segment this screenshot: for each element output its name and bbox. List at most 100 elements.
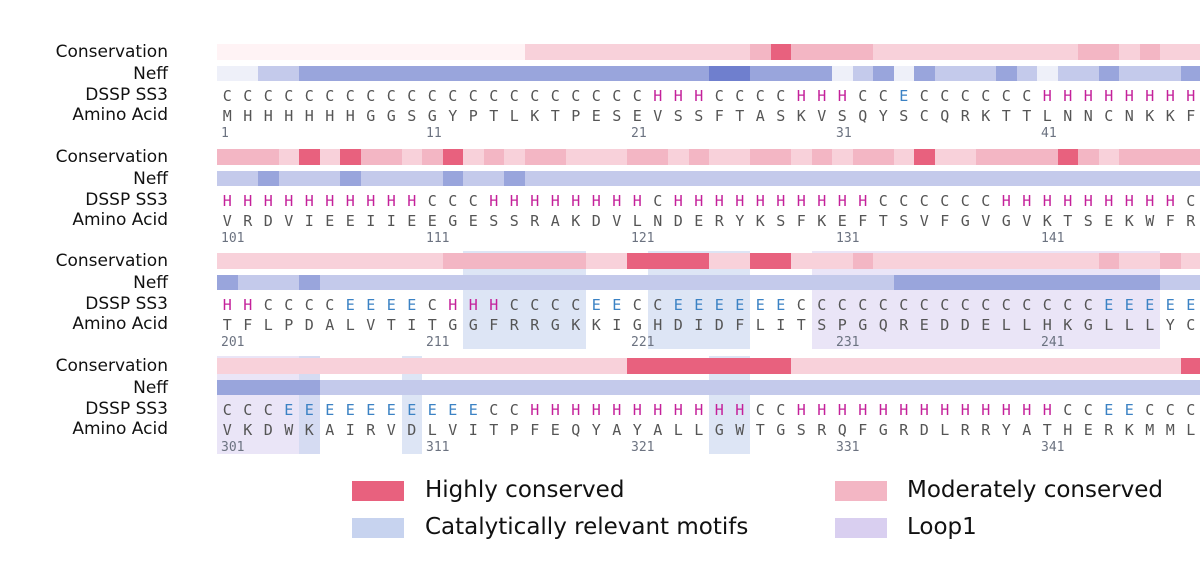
neff-cell	[1057, 66, 1079, 81]
neff-cell	[524, 66, 546, 81]
neff-cell	[647, 275, 669, 290]
amino-acid-letter: D	[673, 316, 683, 334]
amino-acid-letter: V	[222, 421, 232, 439]
conservation-cell	[360, 358, 382, 374]
conservation-cell	[360, 44, 382, 60]
ss3-letter: C	[263, 296, 273, 314]
amino-acid-letter: V	[448, 421, 458, 439]
ss3-letter: H	[673, 87, 683, 105]
neff-cell	[647, 380, 669, 395]
amino-acid-letter: P	[571, 107, 581, 125]
amino-acid-letter: L	[755, 316, 765, 334]
ss3-letter: E	[1124, 296, 1134, 314]
ss3-letter: C	[304, 296, 314, 314]
conservation-cell	[668, 358, 689, 374]
amino-acid-letter: V	[817, 107, 827, 125]
conservation-cell	[258, 253, 279, 269]
amino-acid-letter: T	[755, 421, 765, 439]
neff-cell	[483, 275, 505, 290]
ss3-letter: H	[1063, 192, 1073, 210]
ss3-letter: C	[960, 192, 970, 210]
conservation-cell	[1016, 253, 1038, 269]
neff-cell	[688, 275, 710, 290]
conservation-cell	[258, 149, 279, 165]
legend-label-moderately: Moderately conserved	[907, 477, 1163, 503]
amino-acid-letter: H	[1042, 316, 1052, 334]
neff-cell	[299, 380, 320, 395]
ss3-letter: C	[243, 87, 253, 105]
conservation-cell	[770, 358, 792, 374]
ss3-letter: E	[366, 296, 376, 314]
amino-acid-letter: I	[345, 421, 355, 439]
neff-cell	[504, 66, 525, 81]
ss3-letter: C	[530, 296, 540, 314]
amino-acid-letter: P	[468, 107, 478, 125]
amino-acid-letter: S	[899, 107, 909, 125]
ss3-letter: C	[858, 87, 868, 105]
neff-cell	[668, 380, 689, 395]
neff-cell	[1078, 380, 1099, 395]
amino-acid-letter: R	[1104, 421, 1114, 439]
ss3-letter: E	[1145, 296, 1155, 314]
amino-acid-letter: L	[1124, 316, 1134, 334]
amino-acid-letter: I	[366, 212, 376, 230]
neff-cell	[1160, 171, 1181, 186]
amino-acid-letter: R	[530, 316, 540, 334]
neff-cell	[565, 171, 587, 186]
conservation-cell	[237, 149, 259, 165]
neff-cell	[442, 275, 464, 290]
conservation-cell	[237, 44, 259, 60]
amino-acid-letter: K	[981, 107, 991, 125]
neff-cell	[832, 275, 853, 290]
ss3-letter: C	[325, 87, 335, 105]
position-tick-label: 321	[631, 440, 655, 455]
amino-acid-letter: H	[325, 107, 335, 125]
conservation-cell	[1037, 149, 1058, 165]
amino-acid-letter: G	[386, 107, 396, 125]
ss3-letter: C	[1022, 296, 1032, 314]
ss3-letter: H	[632, 192, 642, 210]
neff-cell	[401, 171, 423, 186]
legend-label-highly: Highly conserved	[425, 477, 625, 503]
amino-acid-letter: G	[1001, 212, 1011, 230]
ss3-letter: H	[714, 401, 724, 419]
conservation-cell	[1098, 44, 1120, 60]
neff-cell	[1078, 66, 1099, 81]
ss3-letter: C	[489, 87, 499, 105]
amino-acid-letter: E	[591, 107, 601, 125]
neff-cell	[340, 380, 361, 395]
amino-acid-letter: R	[530, 212, 540, 230]
position-tick-label: 301	[221, 440, 245, 455]
conservation-cell	[791, 149, 812, 165]
neff-cell	[360, 275, 382, 290]
amino-acid-letter: E	[427, 212, 437, 230]
conservation-cell	[750, 44, 771, 60]
ss3-letter: H	[612, 192, 622, 210]
ss3-letter: H	[817, 192, 827, 210]
conservation-cell	[975, 44, 997, 60]
neff-cell	[852, 171, 874, 186]
conservation-cell	[483, 44, 505, 60]
conservation-cell	[299, 44, 320, 60]
neff-cell	[934, 380, 956, 395]
position-tick-label: 211	[426, 335, 450, 350]
amino-acid-letter: K	[796, 107, 806, 125]
neff-cell	[1037, 275, 1058, 290]
amino-acid-letter: R	[1186, 212, 1196, 230]
conservation-cell	[360, 253, 382, 269]
neff-cell	[1057, 380, 1079, 395]
conservation-cell	[996, 253, 1017, 269]
ss3-letter: H	[386, 192, 396, 210]
amino-acid-letter: H	[304, 107, 314, 125]
row-label-aa: Amino Acid	[72, 210, 168, 230]
conservation-cell	[278, 149, 300, 165]
neff-cell	[934, 275, 956, 290]
ss3-letter: H	[366, 192, 376, 210]
amino-acid-letter: K	[1124, 421, 1134, 439]
amino-acid-letter: K	[243, 421, 253, 439]
conservation-cell	[1057, 253, 1079, 269]
ss3-letter: H	[489, 192, 499, 210]
ss3-letter: E	[448, 401, 458, 419]
conservation-cell	[914, 358, 935, 374]
ss3-letter: C	[1083, 401, 1093, 419]
